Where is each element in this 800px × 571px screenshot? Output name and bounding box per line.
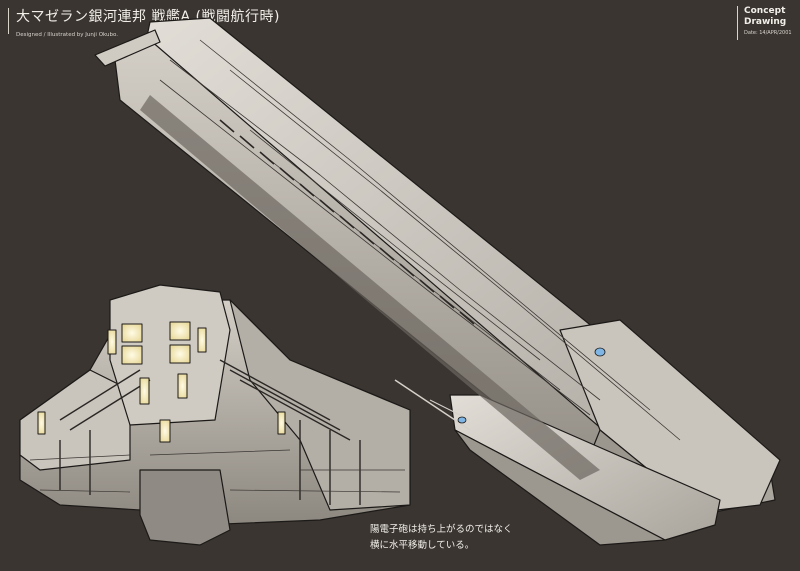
light-1 [121,323,143,343]
front-view-battleship [19,284,411,546]
hull-ribs [219,119,475,325]
light-6 [197,327,207,353]
light-5 [107,329,117,355]
light-7 [139,377,150,405]
light-10 [277,411,286,435]
front-lights [37,321,286,443]
sensor-light-1 [594,347,606,357]
front-keel [139,469,231,546]
sensor-light-2 [457,416,467,424]
light-2 [169,321,191,341]
antenna-2 [429,399,471,421]
stamp-date: Date: 14/APR/2001 [744,30,792,36]
light-11 [159,419,171,443]
secondary-hull-underside [454,429,666,546]
stamp-line-1: Concept [744,6,786,16]
title-rule [8,8,9,34]
front-beams [59,359,361,505]
side-view-shadow [140,95,600,480]
light-9 [37,411,46,435]
annotation-line-2: 横に水平移動している。 [370,540,475,551]
light-4 [169,344,191,364]
annotation-line-1: 陽電子砲は持ち上がるのではなく [370,524,513,535]
stamp-line-2: Drawing [744,17,787,27]
antenna-1 [394,379,471,431]
prow-spike [94,29,161,67]
illustrator-credit: Designed / Illustrated by Junji Okubo. [16,32,119,38]
light-3 [121,345,143,365]
annotation-note: 陽電子砲は持ち上がるのではなく 横に水平移動している。 [370,522,513,554]
light-8 [177,373,188,399]
side-view-battleship [94,17,781,546]
concept-drawing-stamp: Concept Drawing Date: 14/APR/2001 [737,6,792,40]
front-left-wing [19,369,131,471]
front-panel-lines [29,449,405,493]
